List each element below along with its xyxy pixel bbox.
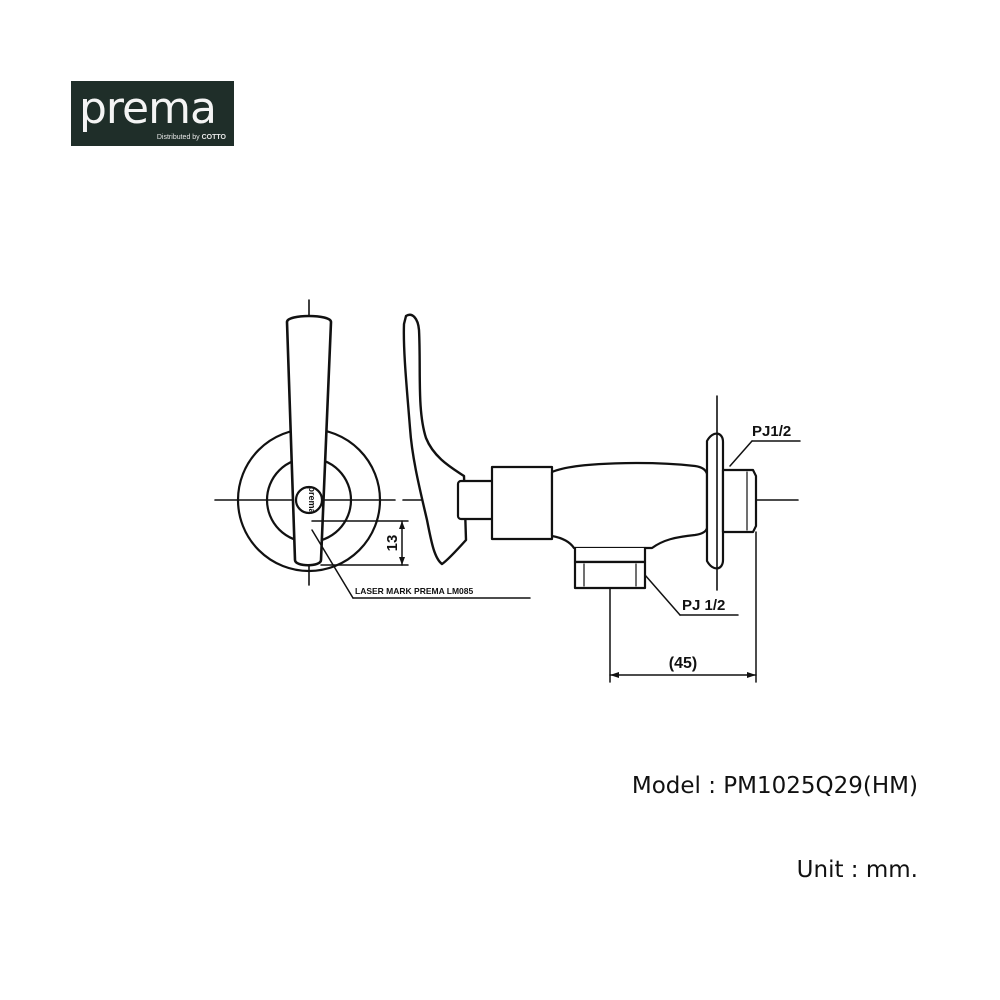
pj-top-text: PJ1/2 — [752, 423, 791, 440]
prema-logo: prema Distributed by COTTO — [71, 81, 234, 146]
bottom-outlet-neck — [573, 546, 647, 564]
pj-bottom-leader — [644, 574, 681, 616]
dim-13-text: 13 — [384, 535, 401, 552]
dim-13-arrow-bottom — [399, 557, 405, 565]
valve-stem — [456, 479, 496, 521]
bonnet-nut — [490, 465, 554, 541]
pj-top-leader — [729, 440, 753, 467]
lever-handle-outline — [402, 313, 468, 566]
handle-front-outline — [285, 314, 333, 567]
model-caption: Model : PM1025Q29(HM) — [631, 773, 918, 799]
logo-tagline-text: Distributed by — [156, 134, 200, 141]
bottom-outlet-thread — [573, 560, 647, 590]
handle-mark-text: prema — [307, 486, 317, 514]
dim-13-arrow-top — [399, 521, 405, 529]
unit-label: Unit — [796, 857, 844, 883]
dim-45-arrow-left — [610, 672, 619, 678]
back-thread — [721, 468, 758, 534]
dim-45-arrow-right — [747, 672, 756, 678]
front-view: prema 13 LASER MARK PREMA LM085 — [214, 299, 531, 599]
laser-mark-leader — [311, 529, 354, 599]
handle-screw-circle — [294, 485, 324, 515]
model-label: Model — [631, 773, 701, 799]
logo-parent-brand: COTTO — [201, 134, 226, 141]
dim-45-text: (45) — [669, 655, 697, 672]
technical-drawing: prema 13 LASER MARK PREMA LM085 — [214, 299, 801, 683]
logo-tagline: Distributed by COTTO — [157, 134, 226, 141]
unit-value: mm. — [865, 857, 918, 883]
side-view: PJ1/2 PJ 1/2 (45) — [402, 313, 801, 683]
model-value: PM1025Q29(HM) — [723, 773, 918, 799]
pj-bottom-text: PJ 1/2 — [682, 597, 725, 614]
wall-flange — [705, 432, 725, 570]
logo-brand-text: prema — [79, 83, 217, 134]
valve-body — [550, 461, 709, 550]
unit-caption: Unit : mm. — [796, 857, 918, 883]
laser-mark-text: LASER MARK PREMA LM085 — [355, 586, 473, 596]
